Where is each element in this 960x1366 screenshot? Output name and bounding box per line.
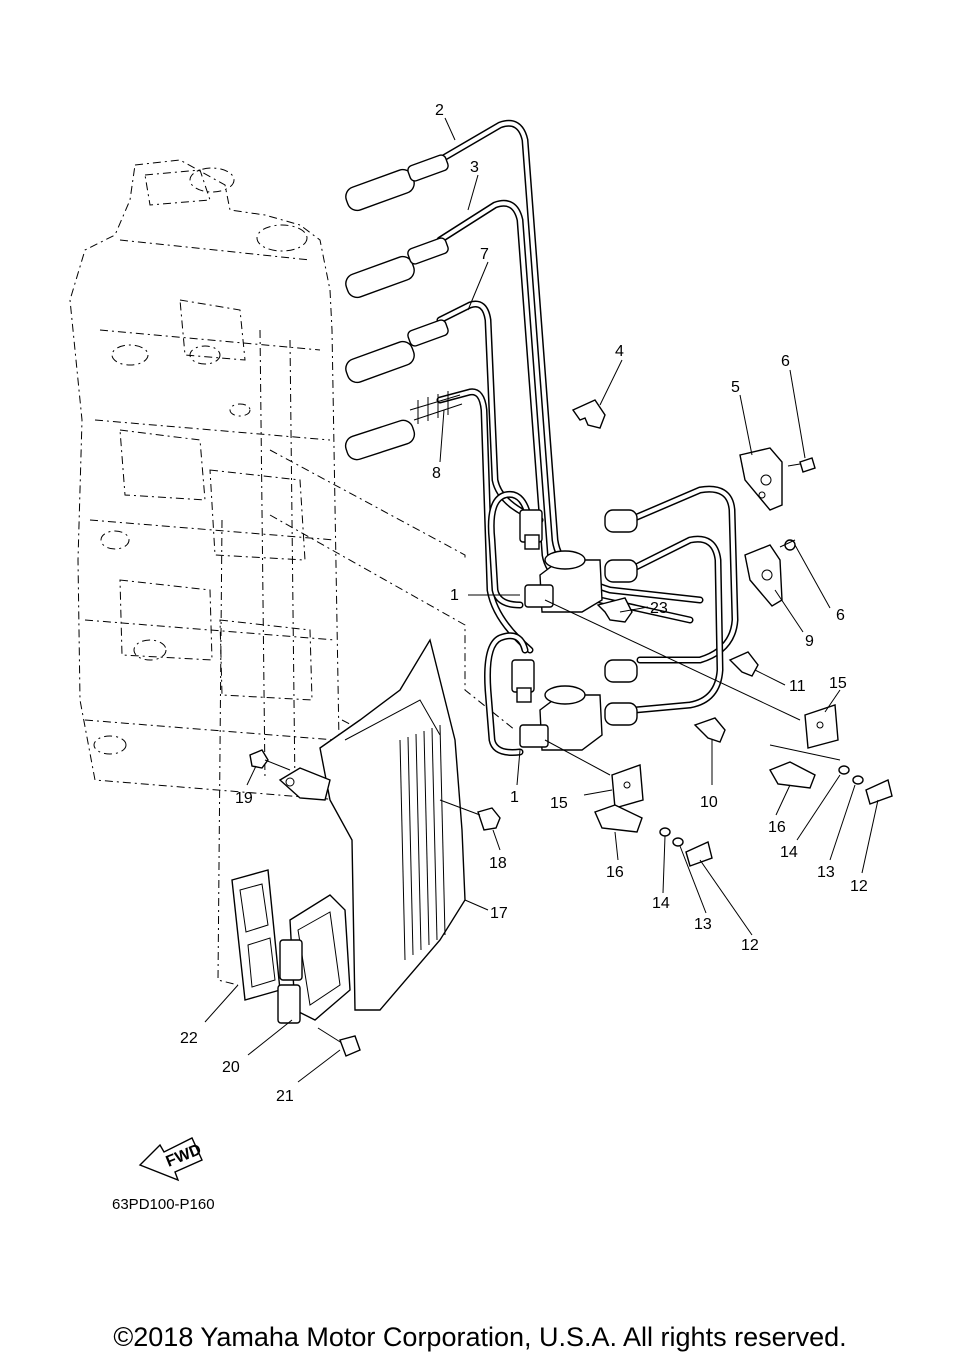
clamp-11 xyxy=(728,651,759,677)
holder-9 xyxy=(744,539,796,607)
callout-6a: 6 xyxy=(781,353,790,370)
callout-16a: 16 xyxy=(768,819,786,836)
bolt-21 xyxy=(317,1027,361,1057)
plug-lead-7 xyxy=(345,300,544,524)
holder-5 xyxy=(739,447,816,511)
clamp-23 xyxy=(596,597,633,623)
cover-ribs xyxy=(399,724,446,961)
washers-bolts xyxy=(659,765,893,867)
callout-14b: 14 xyxy=(652,895,670,912)
callout-8: 8 xyxy=(432,465,441,482)
callout-16b: 16 xyxy=(606,864,624,881)
callout-9: 9 xyxy=(805,633,814,650)
bracket-15-right xyxy=(804,704,839,749)
callout-23: 23 xyxy=(650,600,668,617)
callout-11: 11 xyxy=(789,678,806,695)
callout-22: 22 xyxy=(180,1030,198,1047)
callout-numbers: 2 3 7 8 4 5 6 6 9 1 23 11 15 10 1 15 16 … xyxy=(180,102,868,1105)
ignition-coil-upper xyxy=(487,490,603,613)
callout-12b: 12 xyxy=(741,937,759,954)
engine-block-outline xyxy=(69,159,341,801)
bracket-leaders xyxy=(544,599,841,776)
callout-15a: 15 xyxy=(829,675,847,692)
callout-1b: 1 xyxy=(510,789,519,806)
callout-21: 21 xyxy=(276,1088,294,1105)
coil-leads-right xyxy=(604,485,739,726)
callout-5: 5 xyxy=(731,379,740,396)
callout-13a: 13 xyxy=(817,864,835,881)
callout-7: 7 xyxy=(480,246,489,263)
callout-15b: 15 xyxy=(550,795,568,812)
callout-6b: 6 xyxy=(836,607,845,624)
ignition-module-20 xyxy=(277,894,351,1024)
callout-1a: 1 xyxy=(450,587,459,604)
copyright-notice: ©2018 Yamaha Motor Corporation, U.S.A. A… xyxy=(113,1322,847,1352)
gasket-22 xyxy=(231,869,281,1001)
callout-10: 10 xyxy=(700,794,718,811)
callout-14a: 14 xyxy=(780,844,798,861)
callout-4: 4 xyxy=(615,343,624,360)
plug-lead-8 xyxy=(344,388,534,654)
cover-17 xyxy=(278,638,466,1011)
bolt-18 xyxy=(439,799,501,831)
diagram-code: 63PD100-P160 xyxy=(112,1196,215,1213)
ignition-coil-lower xyxy=(484,632,603,756)
holder-16-right xyxy=(768,761,816,789)
callout-17: 17 xyxy=(490,905,508,922)
callout-leaders xyxy=(204,117,879,1083)
clamp-10 xyxy=(693,717,726,743)
bracket-15-left xyxy=(611,764,644,809)
callout-19: 19 xyxy=(235,790,253,807)
callout-3: 3 xyxy=(470,159,479,176)
callout-20: 20 xyxy=(222,1059,240,1076)
callout-12a: 12 xyxy=(850,878,868,895)
callout-18: 18 xyxy=(489,855,507,872)
bolt-19 xyxy=(249,749,291,771)
plug-lead-3 xyxy=(345,199,694,624)
holder-16-left xyxy=(594,804,643,833)
callout-13b: 13 xyxy=(694,916,712,933)
callout-2: 2 xyxy=(435,102,444,119)
clamp-4 xyxy=(571,399,606,429)
fwd-arrow-icon: FWD xyxy=(138,1137,204,1182)
